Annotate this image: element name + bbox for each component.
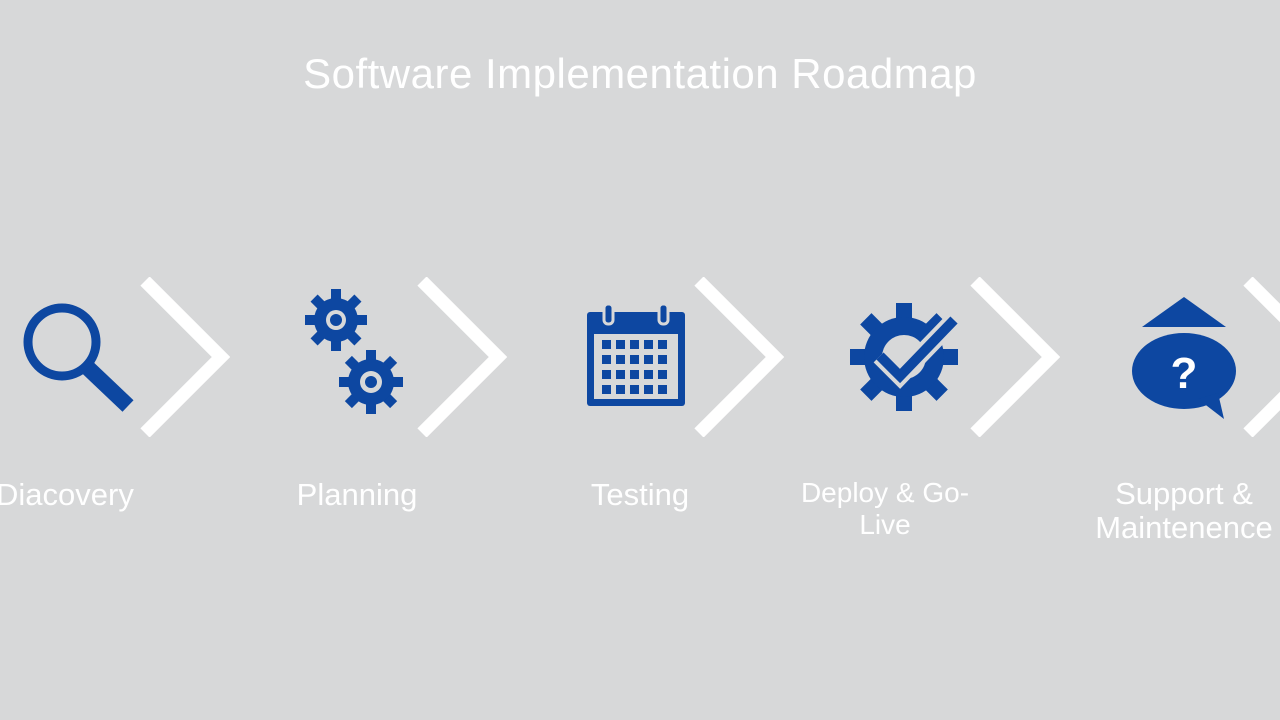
chevron-right-icon	[1243, 277, 1280, 437]
calendar-icon	[587, 302, 685, 406]
gear-check-icon	[850, 303, 961, 411]
step-label-discovery: Diacovery	[0, 477, 134, 512]
chevron-right-icon	[970, 277, 1060, 437]
gears-icon	[305, 289, 403, 414]
chevron-right-icon	[417, 277, 507, 437]
step-label-support: Support & Maintenence	[1095, 476, 1273, 545]
step-label-planning: Planning	[296, 477, 418, 512]
help-chat-icon: ?	[1132, 297, 1236, 419]
chevron-right-icon	[694, 277, 784, 437]
step-label-testing: Testing	[590, 477, 690, 512]
step-label-deploy: Deploy & Go-Live	[800, 477, 970, 540]
magnifier-icon	[23, 303, 134, 412]
svg-text:?: ?	[1171, 349, 1198, 398]
roadmap-title: Software Implementation Roadmap	[303, 50, 977, 97]
chevron-right-icon	[140, 277, 230, 437]
